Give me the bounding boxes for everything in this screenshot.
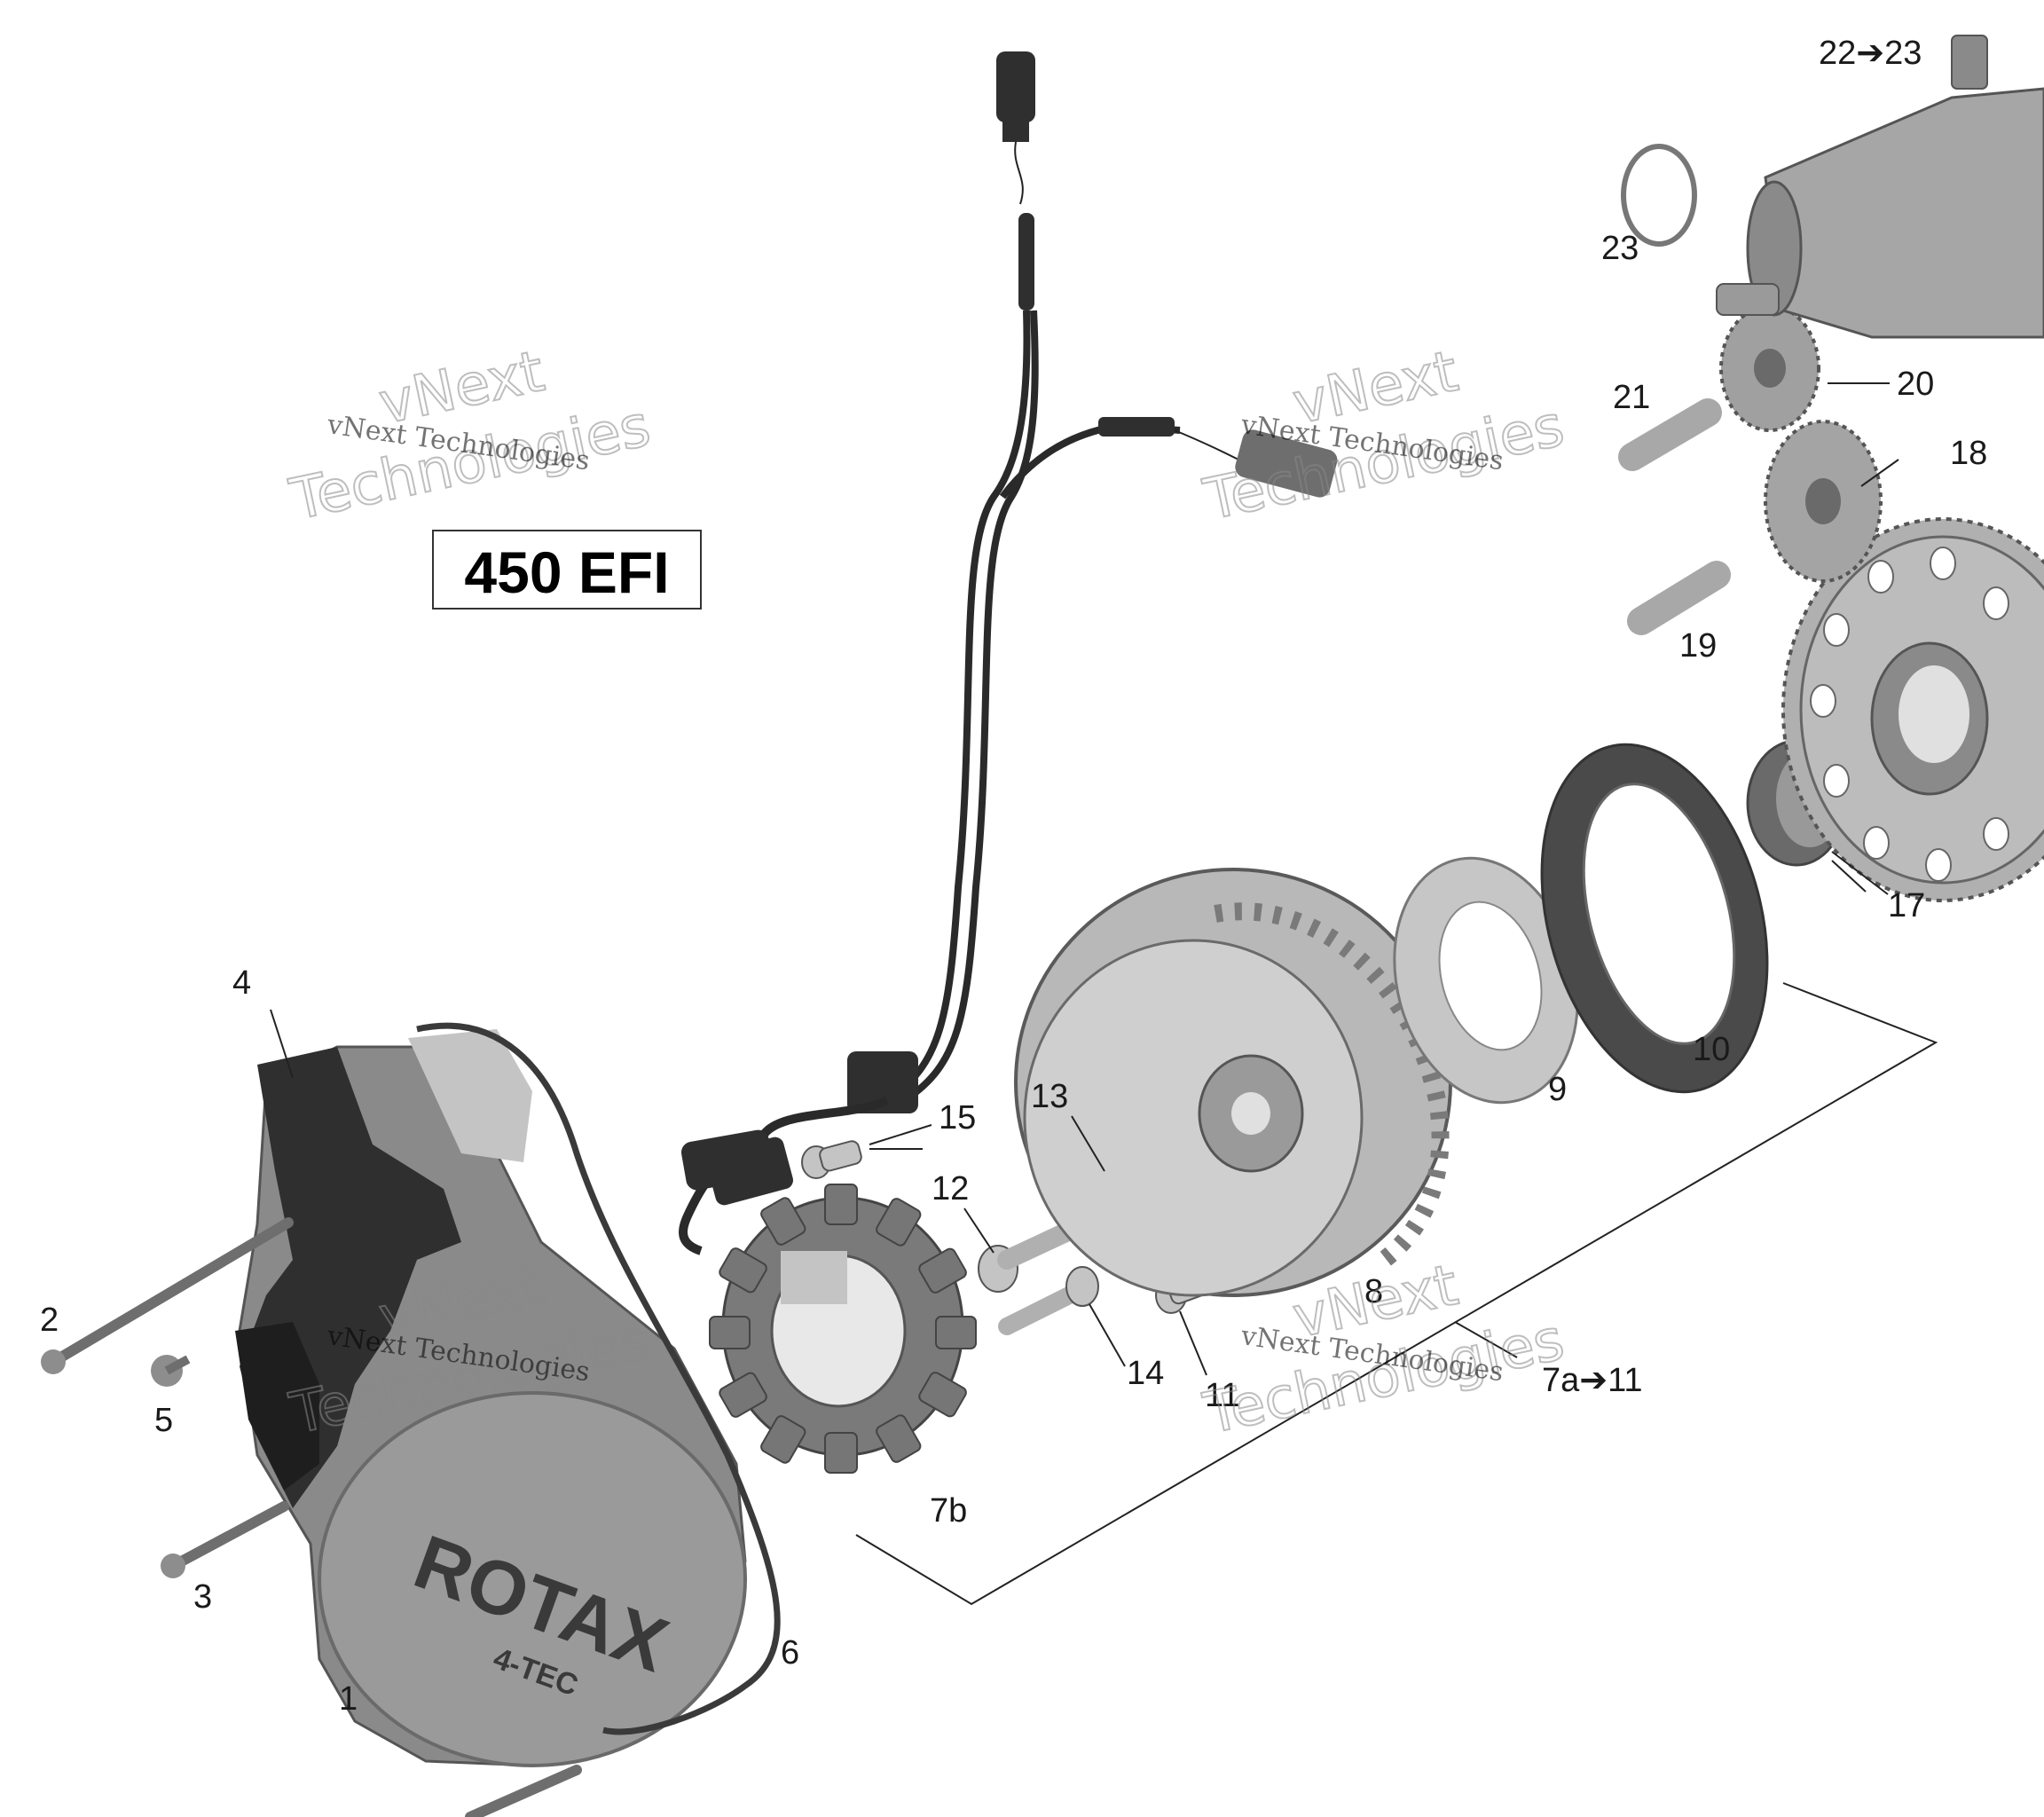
callout-18: 18 (1950, 435, 1987, 472)
cover-bracket (235, 1047, 461, 1508)
bolt-5 (151, 1355, 191, 1387)
callout-21: 21 (1613, 379, 1650, 416)
rotor-flywheel (1014, 868, 1452, 1297)
callout-13: 13 (1031, 1078, 1068, 1115)
callout-6: 6 (781, 1634, 799, 1671)
callout-5: 5 (154, 1402, 173, 1439)
callout-11: 11 (1205, 1377, 1239, 1414)
callout-4: 4 (232, 964, 251, 1002)
leader-lines (270, 382, 1899, 1376)
callout-12: 12 (932, 1170, 969, 1207)
bolt-15 (801, 1140, 862, 1179)
intermediate-gear-18 (1764, 420, 1883, 583)
callout-19: 19 (1679, 627, 1717, 665)
gasket (416, 1022, 781, 1735)
pin-19 (1627, 561, 1731, 635)
kit-bracket (855, 982, 1938, 1606)
o-ring-23 (1621, 144, 1697, 247)
callout-20: 20 (1897, 366, 1934, 403)
callout-10: 10 (1693, 1031, 1730, 1068)
bolt-3 (161, 1501, 289, 1578)
model-box: 450 EFI (432, 530, 702, 610)
drive-gear-20 (1719, 304, 1820, 432)
callout-15: 15 (939, 1099, 976, 1137)
bolt-lower (465, 1765, 582, 1817)
seal-ring (1540, 743, 1769, 1094)
callout-labels: 1 2 3 4 5 6 7a➔11 7b 8 9 10 11 12 13 14 … (40, 35, 1987, 1718)
callout-7a: 7a➔11 (1542, 1362, 1643, 1399)
callout-3: 3 (193, 1578, 212, 1616)
callout-9: 9 (1548, 1071, 1567, 1108)
spacer-ring (1393, 856, 1579, 1105)
callout-14: 14 (1127, 1355, 1164, 1392)
stator (709, 1184, 977, 1474)
callout-7b: 7b (930, 1492, 967, 1530)
callout-23: 23 (1601, 230, 1639, 267)
starter-ring-gear (1781, 517, 2044, 902)
wiring-harness (679, 51, 1338, 1255)
bolt-2 (41, 1217, 294, 1374)
starter-motor (1716, 35, 2044, 339)
callout-8: 8 (1364, 1273, 1383, 1310)
callout-17: 17 (1888, 887, 1925, 924)
callout-1: 1 (339, 1680, 358, 1718)
model-box-label: 450 EFI (464, 539, 669, 605)
pin-21 (1618, 398, 1722, 471)
bolt-14 (998, 1266, 1099, 1335)
callout-2: 2 (40, 1302, 59, 1339)
bolt-12 (978, 1219, 1083, 1293)
callout-22: 22➔23 (1819, 35, 1922, 72)
